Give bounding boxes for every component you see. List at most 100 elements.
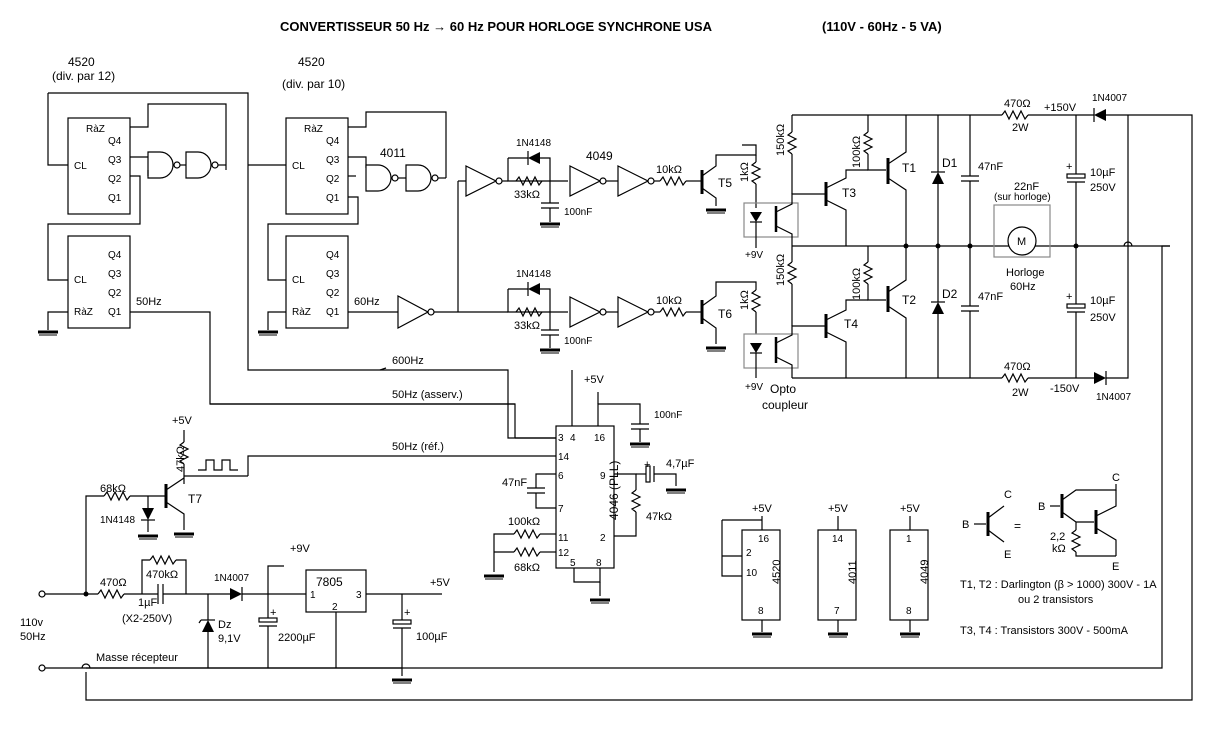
svg-text:D1: D1 <box>942 156 958 170</box>
svg-text:2200µF: 2200µF <box>278 632 316 644</box>
svg-text:1kΩ: 1kΩ <box>739 162 751 182</box>
svg-text:Q3: Q3 <box>108 269 122 280</box>
svg-text:Q4: Q4 <box>108 250 122 261</box>
svg-text:10kΩ: 10kΩ <box>656 295 682 307</box>
svg-text:Q1: Q1 <box>108 193 122 204</box>
svg-text:6: 6 <box>558 471 564 482</box>
svg-text:12: 12 <box>558 548 570 559</box>
darlington-legend: B C E = B 2,2 kΩ C E T1, T2 : Darlington… <box>960 472 1157 637</box>
svg-text:1N4148: 1N4148 <box>516 269 551 280</box>
svg-text:+: + <box>270 607 276 619</box>
svg-text:100kΩ: 100kΩ <box>508 516 540 528</box>
svg-text:M: M <box>1017 236 1026 248</box>
svg-text:+5V: +5V <box>828 503 849 515</box>
pll-4046: 3 4 16 14 6 7 9 11 2 12 5 8 4046 (PLL) <box>555 425 621 569</box>
svg-text:CL: CL <box>74 275 87 286</box>
svg-text:Opto: Opto <box>770 382 796 396</box>
svg-text:14: 14 <box>558 452 570 463</box>
svg-text:RàZ: RàZ <box>86 124 105 135</box>
counter1-part: 4520 <box>68 55 95 69</box>
counter-div10-lower: Q4 Q3 CL Q2 RàZ Q1 <box>285 235 349 329</box>
svg-text:100kΩ: 100kΩ <box>851 268 863 300</box>
svg-text:T1, T2 : Darlington (β > 1000): T1, T2 : Darlington (β > 1000) 300V - 1A <box>960 579 1157 591</box>
svg-text:470Ω: 470Ω <box>1004 361 1031 373</box>
counter-div12-lower: Q4 Q3 CL Q2 RàZ Q1 <box>67 235 131 329</box>
svg-text:10: 10 <box>746 568 758 579</box>
svg-text:470Ω: 470Ω <box>1004 98 1031 110</box>
svg-text:+5V: +5V <box>430 577 451 589</box>
svg-text:(div. par 10): (div. par 10) <box>282 77 345 91</box>
power-supply: 110v 50Hz Masse récepteur 470Ω 470kΩ 1µF… <box>20 543 451 685</box>
svg-text:C: C <box>1004 489 1012 501</box>
svg-text:T6: T6 <box>718 307 732 321</box>
svg-text:4520: 4520 <box>298 55 325 69</box>
svg-text:(sur horloge): (sur horloge) <box>994 192 1051 203</box>
svg-text:+5V: +5V <box>584 374 605 386</box>
svg-text:+9V: +9V <box>290 543 311 555</box>
svg-text:11: 11 <box>558 533 569 544</box>
svg-text:RàZ: RàZ <box>304 124 323 135</box>
svg-text:50Hz: 50Hz <box>136 296 162 308</box>
svg-text:Q1: Q1 <box>108 307 122 318</box>
svg-text:E: E <box>1112 561 1119 573</box>
svg-text:(X2-250V): (X2-250V) <box>122 613 172 625</box>
svg-text:B: B <box>1038 501 1045 513</box>
svg-text:RàZ: RàZ <box>292 307 311 318</box>
svg-text:150kΩ: 150kΩ <box>775 254 787 286</box>
svg-text:-150V: -150V <box>1050 383 1080 395</box>
svg-text:+9V: +9V <box>745 382 763 393</box>
svg-text:8: 8 <box>906 606 912 617</box>
svg-text:CL: CL <box>292 275 305 286</box>
svg-text:5: 5 <box>570 558 576 569</box>
svg-text:Q1: Q1 <box>326 193 340 204</box>
svg-text:33kΩ: 33kΩ <box>514 189 540 201</box>
svg-text:4046 (PLL): 4046 (PLL) <box>607 461 621 520</box>
svg-text:10µF: 10µF <box>1090 295 1116 307</box>
svg-text:T3: T3 <box>842 186 856 200</box>
svg-text:470Ω: 470Ω <box>100 577 127 589</box>
svg-text:8: 8 <box>758 606 764 617</box>
svg-text:7805: 7805 <box>316 575 343 589</box>
svg-text:E: E <box>1004 549 1011 561</box>
svg-text:47nF: 47nF <box>502 477 527 489</box>
svg-text:1kΩ: 1kΩ <box>739 290 751 310</box>
svg-text:Dz: Dz <box>218 619 231 631</box>
svg-text:1N4007: 1N4007 <box>1092 93 1127 104</box>
svg-text:1: 1 <box>906 534 912 545</box>
svg-text:Q2: Q2 <box>326 288 340 299</box>
svg-text:+: + <box>644 459 650 471</box>
svg-text:T2: T2 <box>902 293 916 307</box>
svg-text:100kΩ: 100kΩ <box>851 136 863 168</box>
svg-text:150kΩ: 150kΩ <box>775 124 787 156</box>
svg-text:kΩ: kΩ <box>1052 543 1066 555</box>
svg-text:Q2: Q2 <box>108 174 122 185</box>
svg-text:47kΩ: 47kΩ <box>646 511 672 523</box>
svg-text:+9V: +9V <box>745 250 763 261</box>
counter-div10: 4520 (div. par 10) RàZ Q4 CL Q3 Q2 Q1 40… <box>282 55 406 215</box>
svg-text:4011: 4011 <box>380 146 406 160</box>
svg-text:4520: 4520 <box>771 560 783 584</box>
svg-text:33kΩ: 33kΩ <box>514 320 540 332</box>
svg-text:Q2: Q2 <box>326 174 340 185</box>
svg-text:4011: 4011 <box>847 560 859 584</box>
motor-clock: 22nF (sur horloge) M Horloge 60Hz <box>993 181 1051 293</box>
svg-text:Q1: Q1 <box>326 307 340 318</box>
svg-text:50Hz (réf.): 50Hz (réf.) <box>392 441 444 453</box>
svg-text:60Hz: 60Hz <box>354 296 380 308</box>
svg-text:=: = <box>1014 519 1021 533</box>
title-spec: (110V - 60Hz - 5 VA) <box>822 19 942 34</box>
svg-text:4049: 4049 <box>586 149 613 163</box>
svg-text:Q2: Q2 <box>108 288 122 299</box>
svg-text:2W: 2W <box>1012 122 1029 134</box>
svg-text:Q4: Q4 <box>326 136 340 147</box>
svg-text:T5: T5 <box>718 176 732 190</box>
svg-text:60Hz: 60Hz <box>1010 281 1036 293</box>
svg-text:16: 16 <box>594 433 606 444</box>
svg-text:4,7µF: 4,7µF <box>666 458 695 470</box>
svg-text:2,2: 2,2 <box>1050 531 1065 543</box>
svg-text:C: C <box>1112 472 1120 484</box>
svg-text:470kΩ: 470kΩ <box>146 569 178 581</box>
svg-text:22nF: 22nF <box>1014 181 1039 193</box>
svg-text:T7: T7 <box>188 492 202 506</box>
